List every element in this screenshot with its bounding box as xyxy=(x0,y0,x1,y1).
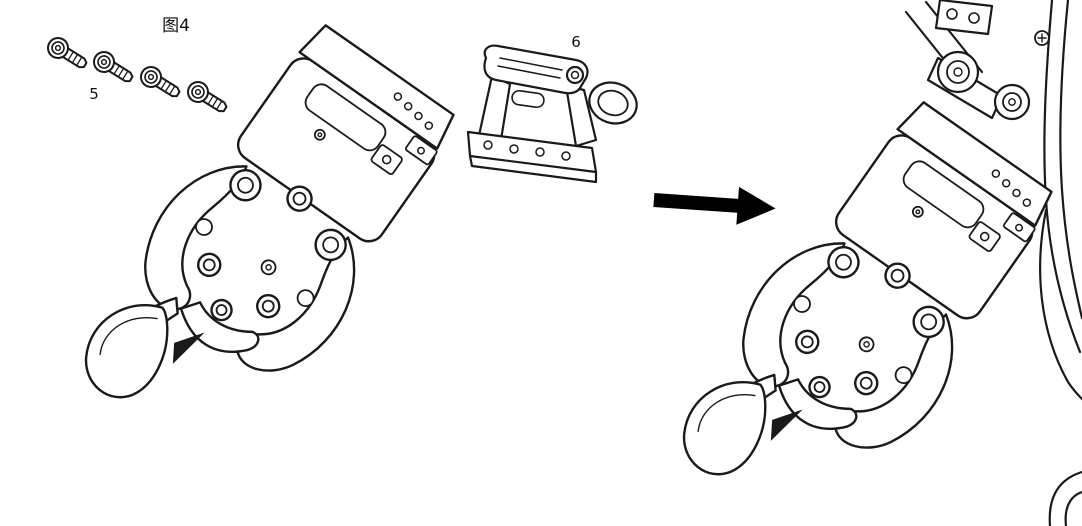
robot-arm xyxy=(904,0,1082,526)
bracket-part-6: 6 xyxy=(466,33,638,184)
screw-icon xyxy=(43,33,92,75)
screw-icon xyxy=(89,47,138,89)
gripper-assembly-before xyxy=(57,9,476,482)
screws-part-5: 5 xyxy=(43,33,232,119)
screws-label: 5 xyxy=(89,85,99,103)
transition-arrow-icon xyxy=(653,186,776,225)
screw-icon xyxy=(183,77,232,119)
bracket-label: 6 xyxy=(571,33,581,51)
gripper-assembly-after xyxy=(655,86,1074,526)
screw-icon xyxy=(136,62,185,104)
figure-title: 图4 xyxy=(162,16,190,36)
